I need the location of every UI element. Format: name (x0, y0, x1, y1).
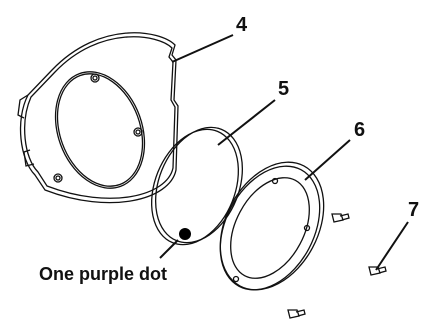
leader-line-4 (171, 34, 234, 63)
callout-7: 7 (408, 199, 419, 221)
callout-5: 5 (278, 78, 289, 100)
purple-dot-marker (179, 228, 191, 240)
screw (287, 309, 306, 319)
retaining-ring-part-6 (219, 161, 325, 291)
screw (331, 213, 350, 223)
leader-line-5 (217, 99, 276, 146)
ring-hole (232, 275, 240, 283)
dot-annotation: One purple dot (39, 264, 167, 284)
callout-6: 6 (354, 119, 365, 141)
plate-screw-hole (133, 127, 143, 137)
leader-line-7 (375, 221, 409, 271)
mounting-plate-part-4 (17, 32, 179, 204)
screw-part-7 (368, 266, 387, 276)
ring-hole (303, 224, 311, 232)
plate-screw-hole (53, 173, 63, 183)
glass-disc-part-5 (150, 126, 244, 246)
ring-hole (271, 177, 279, 185)
plate-screw-hole (90, 73, 100, 83)
leader-line-6 (304, 139, 351, 181)
callout-4: 4 (236, 14, 248, 36)
annotation-leader (159, 239, 179, 259)
